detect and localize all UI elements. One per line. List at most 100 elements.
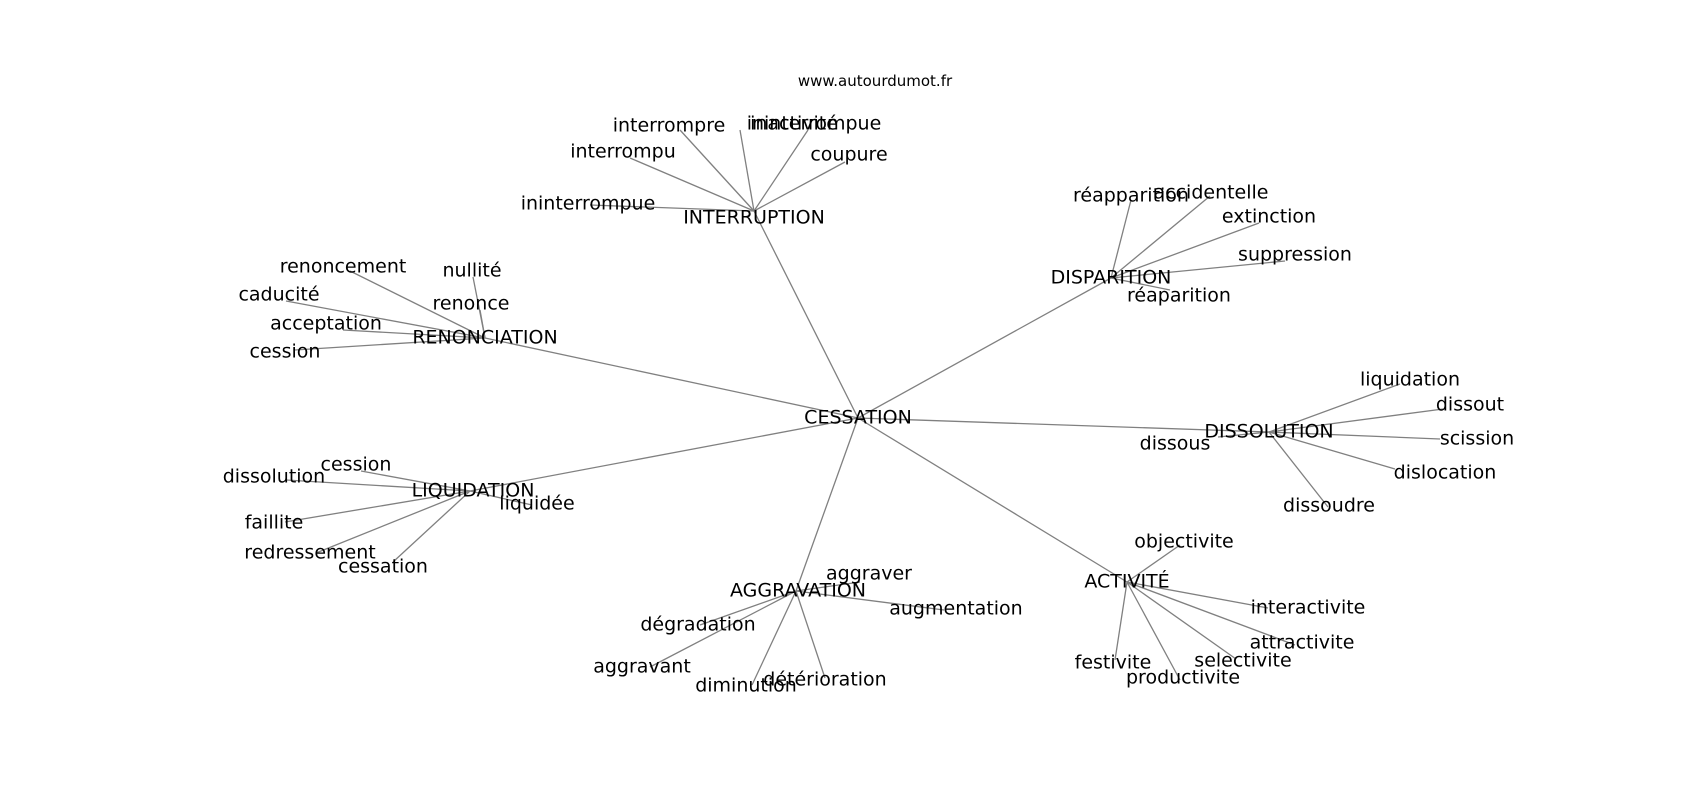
word-node-suppression[interactable]: suppression	[1238, 244, 1352, 266]
edge-activite-selectivite	[1126, 581, 1237, 660]
word-node-cession[interactable]: cession	[250, 341, 321, 363]
edge-aggravation-aggraver	[795, 581, 861, 592]
edge-renonciation-renoncement	[349, 270, 486, 339]
edge-aggravation-degradation	[699, 590, 797, 626]
edge-dissolution-liquidation	[1268, 383, 1401, 433]
word-node-nullite[interactable]: nullité	[442, 260, 501, 282]
edge-activite-attractivite	[1126, 581, 1296, 646]
word-node-dislocation[interactable]: dislocation	[1394, 462, 1497, 484]
edge-renonciation-caducite	[285, 300, 486, 339]
edge-interruption-inactivite	[739, 129, 755, 212]
word-node-interrompre[interactable]: interrompre	[613, 115, 726, 137]
source-watermark: www.autourdumot.fr	[797, 72, 953, 90]
edge-interruption-interrompre	[679, 129, 755, 212]
edge-interruption-interrompu	[629, 157, 755, 212]
word-node-interactivite[interactable]: interactivite	[1251, 597, 1366, 619]
word-node-caducite[interactable]: caducité	[238, 284, 319, 306]
edge-disparition-extinction	[1110, 222, 1260, 279]
word-node-scission[interactable]: scission	[1440, 428, 1514, 450]
word-node-productivite[interactable]: productivite	[1126, 667, 1240, 689]
hub-node-activite[interactable]: ACTIVITÉ	[1084, 570, 1169, 593]
word-node-renoncement[interactable]: renoncement	[280, 256, 407, 278]
center-node[interactable]: CESSATION	[804, 407, 912, 429]
edge-liquidation-cession	[360, 470, 471, 492]
edge-interruption-ininterrompue	[753, 129, 809, 212]
edge-dissolution-dissout	[1268, 408, 1444, 433]
edge-aggravation-deterioration	[795, 590, 826, 679]
hub-node-liquidation[interactable]: LIQUIDATION	[412, 480, 535, 502]
word-node-interrompu[interactable]: interrompu	[570, 141, 676, 163]
edge-center-liquidation	[469, 417, 859, 492]
word-node-liquidee[interactable]: liquidée	[499, 493, 574, 515]
word-node-inactivite[interactable]: inactivité	[750, 113, 838, 135]
edge-liquidation-redressement	[315, 490, 471, 554]
edge-disparition-accidentelle	[1110, 195, 1211, 279]
edge-renonciation-acceptation	[342, 329, 486, 339]
word-node-extinction[interactable]: extinction	[1222, 206, 1316, 228]
word-node-redressement[interactable]: redressement	[244, 542, 375, 564]
word-node-dissoudre[interactable]: dissoudre	[1283, 495, 1375, 517]
word-node-degradation[interactable]: dégradation	[640, 614, 755, 636]
edge-dissolution-dissoudre	[1268, 431, 1329, 508]
word-node-augmentation[interactable]: augmentation	[889, 598, 1022, 620]
edges-layer	[284, 129, 1444, 686]
hub-node-aggravation[interactable]: AGGRAVATION	[730, 580, 866, 602]
word-node-ininterrompue[interactable]: ininterrompue	[521, 193, 656, 215]
word-node-attractivite[interactable]: attractivite	[1250, 632, 1355, 654]
edge-liquidation-faillite	[284, 490, 471, 523]
edge-renonciation-cession	[294, 337, 486, 351]
word-node-acceptation[interactable]: acceptation	[270, 313, 382, 335]
edge-disparition-reaparition	[1110, 277, 1171, 291]
word-node-selectivite[interactable]: selectivite	[1194, 650, 1291, 672]
word-node-aggravant[interactable]: aggravant	[593, 656, 691, 678]
hub-node-dissolution[interactable]: DISSOLUTION	[1204, 421, 1333, 443]
word-node-dissous[interactable]: dissous	[1140, 433, 1211, 455]
edge-disparition-suppression	[1110, 260, 1286, 279]
edge-dissolution-dislocation	[1268, 431, 1396, 470]
word-node-liquidation[interactable]: liquidation	[1360, 369, 1460, 391]
edge-renonciation-renonce	[479, 309, 486, 339]
edge-center-renonciation	[484, 337, 859, 419]
edge-activite-objectivite	[1126, 544, 1181, 583]
hub-node-disparition[interactable]: DISPARITION	[1051, 267, 1172, 289]
edge-center-interruption	[753, 210, 859, 419]
edge-activite-festivite	[1114, 581, 1128, 661]
hub-node-renonciation[interactable]: RENONCIATION	[412, 327, 557, 349]
edge-interruption-ininterrompue	[589, 204, 755, 212]
word-node-dissolution[interactable]: dissolution	[223, 466, 325, 488]
edge-aggravation-augmentation	[795, 590, 945, 611]
edge-aggravation-diminution	[751, 590, 797, 686]
edge-liquidation-liquidee	[469, 490, 533, 506]
word-node-festivite[interactable]: festivite	[1075, 652, 1152, 674]
word-node-deterioration[interactable]: détérioration	[763, 669, 886, 691]
edge-center-activite	[857, 417, 1128, 583]
edge-disparition-reapparition	[1110, 199, 1132, 279]
word-node-objectivite[interactable]: objectivite	[1134, 531, 1234, 553]
edge-activite-interactivite	[1126, 581, 1269, 609]
edge-dissolution-dissous	[1217, 431, 1270, 438]
word-node-renonce[interactable]: renonce	[433, 293, 510, 315]
word-node-diminution[interactable]: diminution	[695, 675, 797, 697]
word-node-dissout[interactable]: dissout	[1436, 394, 1504, 416]
edge-center-aggravation	[795, 417, 859, 592]
word-node-accidentelle[interactable]: accidentelle	[1154, 182, 1269, 204]
hub-node-interruption[interactable]: INTERRUPTION	[683, 207, 825, 229]
edge-dissolution-scission	[1268, 431, 1441, 440]
edge-interruption-coupure	[753, 161, 846, 212]
edge-liquidation-cessation	[392, 490, 471, 563]
word-node-reapparition[interactable]: réapparition	[1073, 185, 1189, 207]
word-node-coupure[interactable]: coupure	[810, 144, 887, 166]
edge-aggravation-aggravant	[649, 590, 797, 668]
edge-center-disparition	[857, 277, 1112, 419]
word-node-reaparition[interactable]: réaparition	[1127, 285, 1231, 307]
word-node-ininterrompue[interactable]: ininterrompue	[747, 113, 882, 135]
edge-activite-productivite	[1126, 581, 1181, 681]
edge-center-dissolution	[857, 417, 1270, 433]
word-node-faillite[interactable]: faillite	[245, 512, 304, 534]
edge-liquidation-dissolution	[285, 479, 471, 492]
word-node-aggraver[interactable]: aggraver	[826, 563, 912, 585]
word-node-cessation[interactable]: cessation	[338, 556, 428, 578]
word-node-cession[interactable]: cession	[321, 454, 392, 476]
